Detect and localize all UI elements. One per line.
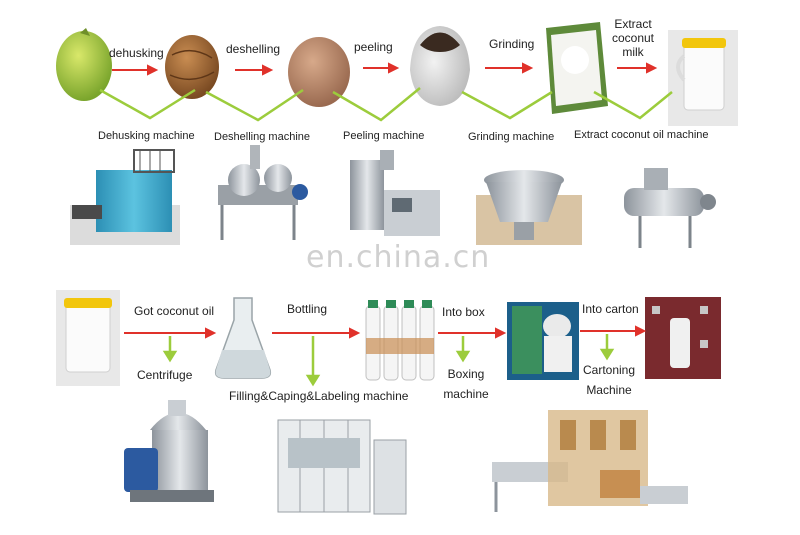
coconut-oil-bottles-image — [365, 300, 435, 381]
dehusking-machine-image — [70, 149, 180, 245]
deshelling-machine-image — [218, 145, 308, 240]
carton-packing-line-image — [492, 410, 688, 512]
step-label-deshelling: deshelling — [226, 42, 281, 56]
grinding-machine-image — [476, 170, 582, 245]
row2-green-down-arrows — [162, 334, 615, 387]
green-coconut-image — [56, 28, 112, 101]
row1-red-arrows — [112, 62, 658, 76]
step-label-got-oil: Got coconut oil — [134, 304, 215, 318]
coconut-oil-jug-image — [56, 290, 120, 386]
machine-label-dehusking: Dehusking machine — [98, 130, 195, 142]
step-label-extract-line2: coconut — [611, 31, 655, 45]
step-label-dehusking: dehusking — [109, 46, 164, 60]
sub-label-boxing-line1: Boxing — [447, 367, 485, 381]
filling-capping-labeling-machine-image — [277, 419, 407, 515]
husked-coconut-image — [165, 35, 219, 99]
sub-label-filling: Filling&Caping&Labeling machine — [229, 389, 409, 403]
sub-label-boxing: Boxing machine — [440, 364, 492, 404]
sub-label-cartoning-line2: Machine — [586, 383, 632, 397]
sub-label-cartoning-line1: Cartoning — [582, 363, 636, 377]
peeled-coconut-image — [410, 26, 470, 106]
row2-red-arrows — [124, 325, 647, 339]
centrifuge-machine-image — [124, 400, 214, 502]
cartons-image — [645, 297, 721, 379]
step-label-extract-line1: Extract — [614, 17, 652, 31]
sub-label-cartoning: Cartoning Machine — [578, 360, 640, 400]
conical-flask-image — [214, 297, 272, 379]
step-label-bottling: Bottling — [287, 302, 328, 316]
row1-green-connectors — [99, 87, 673, 122]
machine-label-deshelling: Deshelling machine — [214, 131, 310, 143]
oil-extract-machine-image — [624, 168, 716, 248]
boxed-oil-image — [507, 302, 579, 380]
sub-label-boxing-line2: machine — [443, 387, 489, 401]
coconut-milk-jug-image — [668, 30, 738, 126]
machine-label-grinding: Grinding machine — [468, 131, 555, 143]
sub-label-centrifuge: Centrifuge — [137, 368, 193, 382]
machine-label-peeling: Peeling machine — [343, 130, 425, 142]
machine-label-extract-oil: Extract coconut oil machine — [574, 129, 709, 141]
step-label-grinding: Grinding — [489, 37, 535, 51]
watermark: en.china.cn — [306, 240, 491, 275]
ground-coconut-image — [546, 22, 608, 114]
step-label-into-box: Into box — [442, 305, 485, 319]
step-label-into-carton: Into carton — [582, 302, 639, 316]
step-label-extract: Extract coconut milk — [605, 17, 661, 59]
step-label-extract-line3: milk — [622, 45, 644, 59]
peeling-machine-image — [350, 150, 440, 236]
deshelled-coconut-image — [288, 37, 350, 107]
step-label-peeling: peeling — [354, 40, 393, 54]
